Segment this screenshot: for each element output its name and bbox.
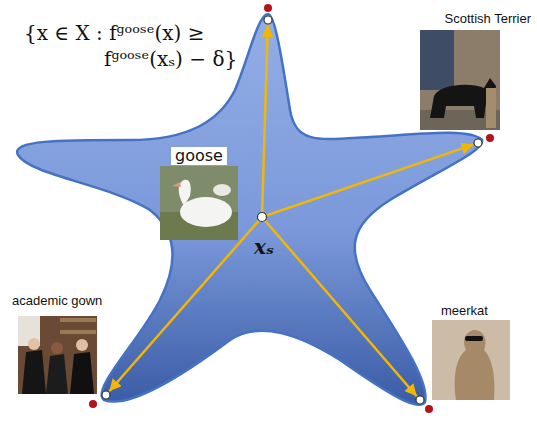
gown-face [76,339,88,351]
outside-point [264,4,272,12]
gown-figure [22,350,46,394]
gown-image [18,316,97,394]
image-node: goose [171,147,227,165]
image-ground [18,316,97,394]
boundary-point [264,16,272,24]
image-post [486,88,496,128]
image-label: meerkat [441,303,488,319]
gown-figure [46,354,68,394]
image-ground [420,30,500,130]
goose-back [213,184,231,196]
gown-face [51,342,63,354]
image-node: meerkat [441,303,488,319]
image-shelf [60,318,96,322]
boundary-point [102,391,110,399]
meerkat-image [432,320,510,400]
boundary-point [474,139,482,147]
meerkat-body [455,330,495,400]
outside-point [89,400,97,408]
goose-beak [172,182,181,187]
point-label: xₛ [254,236,274,258]
image-label: Scottish Terrier [445,11,531,27]
outside-point [425,405,433,413]
goose-neck [179,180,191,206]
arrow [109,217,262,391]
arrow [262,25,268,217]
gown-face [28,338,40,350]
boundary-points [102,16,482,404]
image-label: academic gown [12,293,102,309]
image-node: Scottish Terrier [445,11,531,27]
image-legs [420,30,454,90]
center-point [258,213,267,222]
star-region [17,14,482,405]
image-shelf [60,330,96,334]
goose-image [160,166,238,240]
image-ground [432,320,510,400]
outside-point [486,134,494,142]
image-node: academic gown [12,293,102,309]
goose-body [180,197,232,227]
arrow [262,217,417,396]
arrows [109,25,473,396]
meerkat-glasses [465,336,483,341]
image-label: goose [171,147,227,165]
set-formula: {x ∈ X : fᵍᵒᵒˢᵉ(x) ≥ fᵍᵒᵒˢᵉ(xₛ) − δ} [24,20,238,72]
terrier-image [420,30,500,130]
gown-figure [70,352,94,394]
boundary-point [416,396,424,404]
image-ground [160,166,238,240]
arrow [262,145,473,217]
